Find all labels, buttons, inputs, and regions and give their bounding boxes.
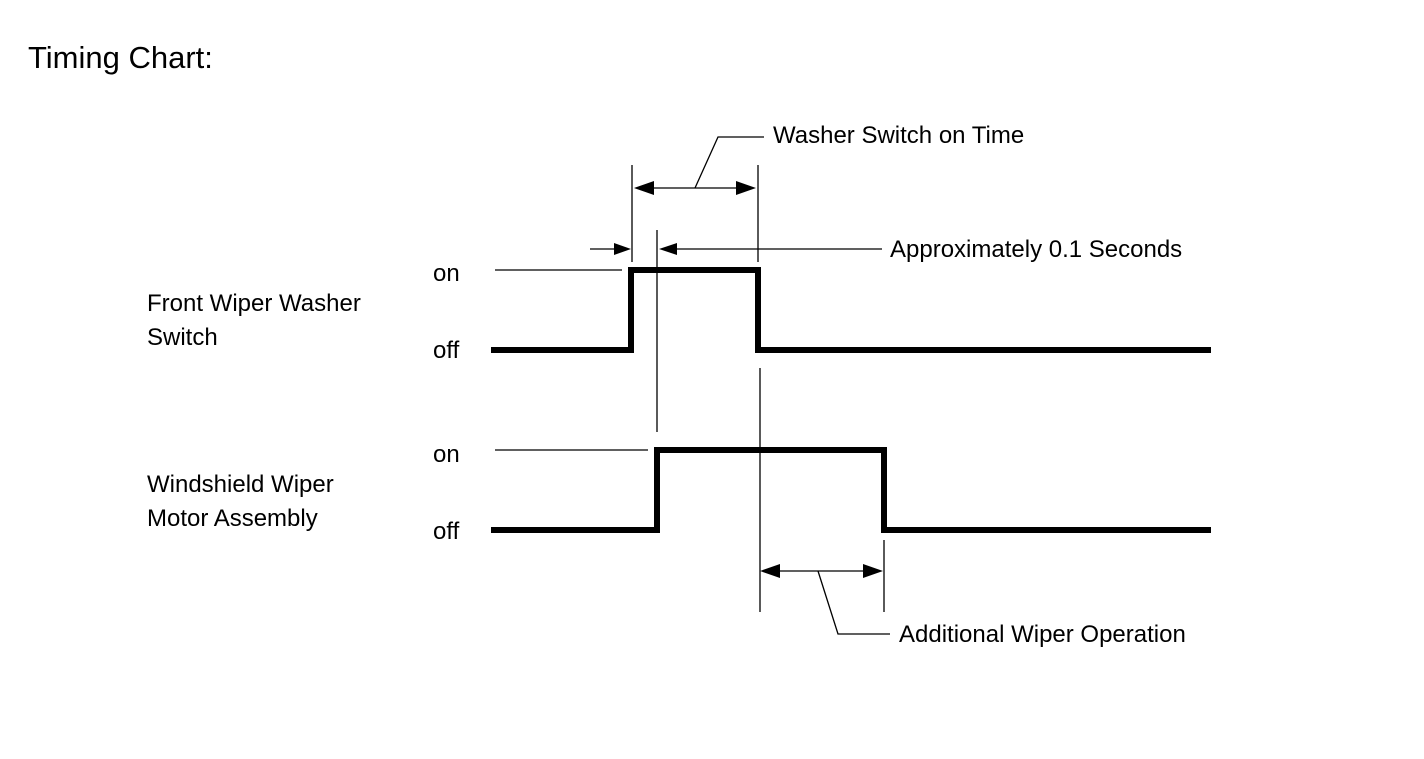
arrow-right-head bbox=[736, 181, 756, 195]
washer-on-time-leader bbox=[694, 136, 764, 189]
signal-1-label-line-2: Switch bbox=[147, 324, 218, 351]
washer-on-time-dimension bbox=[634, 136, 764, 195]
additional-operation-label: Additional Wiper Operation bbox=[899, 621, 1186, 648]
washer-on-time-label: Washer Switch on Time bbox=[773, 122, 1024, 149]
signal-2-label-line-2: Motor Assembly bbox=[147, 505, 318, 532]
arrow-left-head bbox=[634, 181, 654, 195]
arrow-right-head bbox=[614, 243, 631, 255]
delay-label: Approximately 0.1 Seconds bbox=[890, 236, 1182, 263]
arrow-right-head bbox=[863, 564, 883, 578]
delay-dimension bbox=[590, 243, 882, 255]
signal-2-off-label: off bbox=[433, 518, 460, 545]
signal-2-waveform bbox=[491, 447, 1211, 533]
signal-1-on-label: on bbox=[433, 260, 460, 287]
signal-1-off-label: off bbox=[433, 337, 460, 364]
arrow-left-head bbox=[659, 243, 677, 255]
additional-operation-leader bbox=[817, 570, 890, 635]
signal-2-on-label: on bbox=[433, 441, 460, 468]
arrow-left-head bbox=[760, 564, 780, 578]
signal-2-label-line-1: Windshield Wiper bbox=[147, 471, 334, 498]
signal-1-waveform bbox=[491, 267, 1211, 353]
diagram-title: Timing Chart: bbox=[28, 40, 213, 75]
signal-1-label-line-1: Front Wiper Washer bbox=[147, 290, 361, 317]
additional-operation-dimension bbox=[760, 564, 890, 635]
